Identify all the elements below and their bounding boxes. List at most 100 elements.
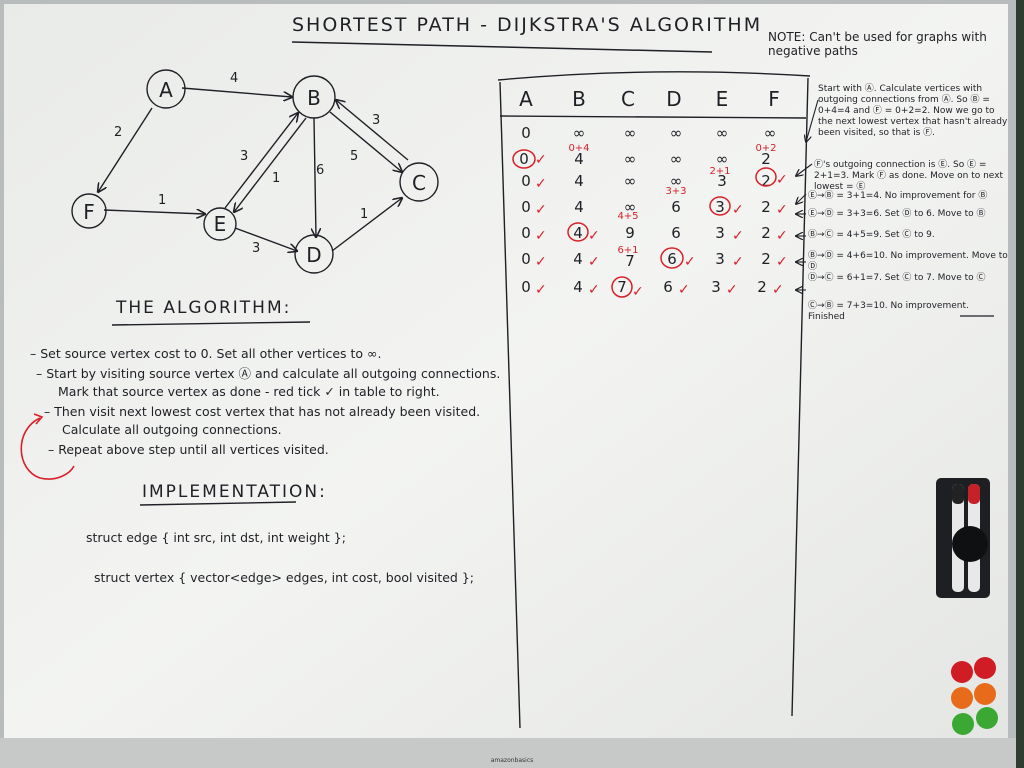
table-header-C: C <box>621 87 635 111</box>
node-label-E: E <box>214 212 227 236</box>
table-header-F: F <box>768 87 780 111</box>
node-label-C: C <box>412 171 426 195</box>
weight-B-E: 1 <box>272 171 280 186</box>
table-cell: 0 <box>521 124 531 142</box>
table-cell: 6 <box>671 224 681 242</box>
algorithm-step: – Start by visiting source vertex Ⓐ and … <box>36 366 501 381</box>
table-cell: 7 <box>617 278 627 296</box>
table-annotation: 4+5 <box>617 211 638 222</box>
note-text: NOTE: Can't be used for graphs with nega… <box>768 30 987 58</box>
table-cell: ∞ <box>716 150 729 168</box>
implementation-heading: IMPLEMENTATION: <box>142 482 327 502</box>
table-cell: 9 <box>625 224 635 242</box>
table-cell: 3 <box>711 278 721 296</box>
algorithm-step: Mark that source vertex as done - red ti… <box>58 384 440 399</box>
table-cell: ∞ <box>670 124 683 142</box>
node-F <box>71 193 107 229</box>
done-tick: ✓ <box>535 282 547 298</box>
weight-A-B: 4 <box>230 71 238 86</box>
weight-B-D: 6 <box>316 163 324 178</box>
weight-A-F: 2 <box>114 125 122 140</box>
explanation-text: Ⓔ→Ⓑ = 3+1=4. No improvement for Ⓑ <box>808 191 988 201</box>
node-C <box>399 162 439 202</box>
selected-circle <box>660 247 684 269</box>
table-cell: 0 <box>519 150 529 168</box>
code-line: struct edge { int src, int dst, int weig… <box>86 530 346 545</box>
edge-B-E <box>234 117 307 212</box>
table-cell: ∞ <box>573 124 586 142</box>
table-annotation: 6+1 <box>617 245 638 256</box>
selected-circle <box>755 167 777 187</box>
algorithm-step: – Then visit next lowest cost vertex tha… <box>44 404 481 419</box>
done-tick: ✓ <box>776 202 788 218</box>
table-cell: 4 <box>573 224 583 242</box>
table-annotation: 3+3 <box>665 186 686 197</box>
table-cell: 7 <box>625 252 635 270</box>
table-cell: 2 <box>757 278 767 296</box>
table-cell: 3 <box>715 198 725 216</box>
repeat-loop-arrow <box>20 417 75 480</box>
done-tick: ✓ <box>588 254 600 270</box>
selected-circle <box>709 196 731 216</box>
explanation-text: Ⓒ→Ⓑ = 7+3=10. No improvement. Finished <box>808 301 969 322</box>
node-label-D: D <box>306 243 321 267</box>
done-tick: ✓ <box>684 254 696 270</box>
board-surface <box>4 4 1008 752</box>
explanation-text: Ⓔ→Ⓓ = 3+3=6. Set Ⓓ to 6. Move to Ⓑ <box>808 209 986 219</box>
table-cell: 3 <box>715 224 725 242</box>
weight-F-E: 1 <box>158 193 166 208</box>
table-cell: 4 <box>573 250 583 268</box>
done-tick: ✓ <box>776 228 788 244</box>
algorithm-step: – Set source vertex cost to 0. Set all o… <box>30 346 382 361</box>
code-line: struct vertex { vector<edge> edges, int … <box>94 570 474 585</box>
graph-edges <box>98 87 409 252</box>
algorithm-step: – Repeat above step until all vertices v… <box>48 442 329 457</box>
edge-C-B <box>336 100 409 161</box>
table-cell: 2 <box>761 172 771 190</box>
table-cell: ∞ <box>670 172 683 190</box>
done-tick: ✓ <box>732 254 744 270</box>
edge-A-F <box>98 107 153 192</box>
edge-A-B <box>181 87 292 97</box>
graph-nodes <box>71 69 439 274</box>
table-cell: 4 <box>574 198 584 216</box>
done-tick: ✓ <box>772 282 784 298</box>
table-cell: 2 <box>761 250 771 268</box>
explanation-text: Ⓕ's outgoing connection is Ⓔ. So Ⓔ = 2+1… <box>814 160 1004 192</box>
table-cell: 3 <box>717 172 727 190</box>
table-cell: 2 <box>761 198 771 216</box>
weight-E-B: 3 <box>240 149 248 164</box>
board-title: SHORTEST PATH - DIJKSTRA'S ALGORITHM <box>292 14 763 36</box>
title-underline <box>291 41 713 53</box>
table-cell: ∞ <box>624 150 637 168</box>
table-cell: 6 <box>671 198 681 216</box>
explanation-text: Ⓑ→Ⓒ = 4+5=9. Set Ⓒ to 9. <box>808 230 935 240</box>
algorithm-step: Calculate all outgoing connections. <box>62 422 282 437</box>
weight-E-D: 3 <box>252 241 260 256</box>
algorithm-heading: THE ALGORITHM: <box>116 298 292 318</box>
table-header-D: D <box>666 87 681 111</box>
marker-holder <box>936 478 990 598</box>
table-header-A: A <box>519 87 533 111</box>
node-label-F: F <box>83 200 95 224</box>
explanation-text: Ⓑ→Ⓓ = 4+6=10. No improvement. Move to Ⓓ <box>808 251 1008 272</box>
edge-E-B <box>224 113 298 209</box>
edge-B-D <box>314 117 316 237</box>
done-tick: ✓ <box>776 254 788 270</box>
table-cell: ∞ <box>624 124 637 142</box>
table-cell: 0 <box>521 172 531 190</box>
edge-B-C <box>329 111 402 172</box>
edge-D-C <box>331 198 402 252</box>
table-cell: 0 <box>521 198 531 216</box>
table-annotation: 0+4 <box>568 143 589 154</box>
table-cell: 0 <box>521 224 531 242</box>
done-tick: ✓ <box>535 152 547 168</box>
table-header-E: E <box>716 87 729 111</box>
selected-circle <box>611 276 633 298</box>
table-cell: 4 <box>574 150 584 168</box>
done-tick: ✓ <box>535 254 547 270</box>
explanation-text: Start with Ⓐ. Calculate vertices with ou… <box>818 84 1008 138</box>
table-cell: ∞ <box>716 124 729 142</box>
magnets <box>951 657 998 735</box>
done-tick: ✓ <box>776 172 788 188</box>
